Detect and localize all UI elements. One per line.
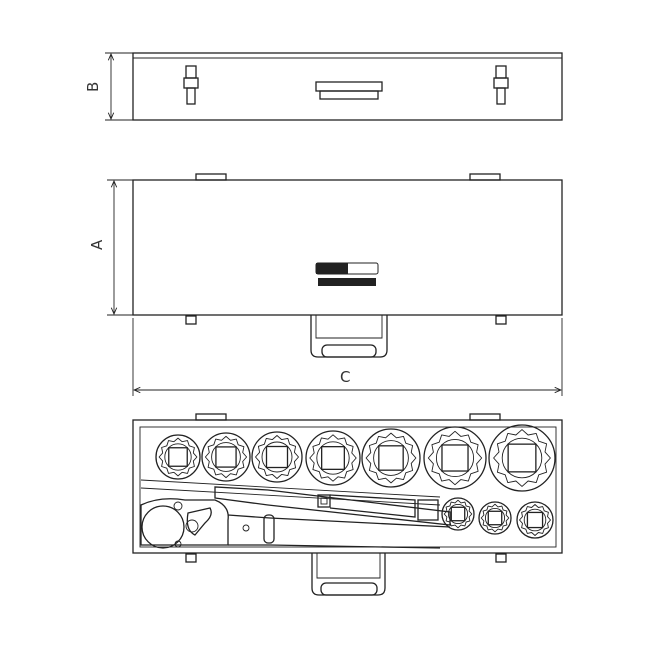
dimension-label-c: C [340,368,350,386]
socket-set [155,424,556,539]
large-socket [155,434,201,480]
small-socket [441,497,475,531]
ratchet-wrench [140,479,451,549]
carry-handle-front [310,315,388,358]
dimension-a: A [88,179,133,316]
large-socket [305,430,361,486]
top-view: B [84,52,563,121]
brand-logo [315,262,379,286]
latch-right [493,65,509,105]
large-socket [361,428,421,488]
large-socket [201,432,251,482]
small-socket [478,501,512,535]
front-view: A C [88,173,563,396]
carry-handle-open [311,553,386,596]
latch-left [183,65,199,105]
carry-handle-top [315,81,383,100]
large-socket [423,426,487,490]
dimension-label-a: A [88,239,106,250]
small-socket [516,501,554,539]
dimension-c: C [132,318,563,396]
dimension-label-b: B [84,82,102,92]
large-socket [488,424,556,492]
open-view [132,413,563,596]
large-socket [251,431,303,483]
dimension-b: B [84,52,133,121]
